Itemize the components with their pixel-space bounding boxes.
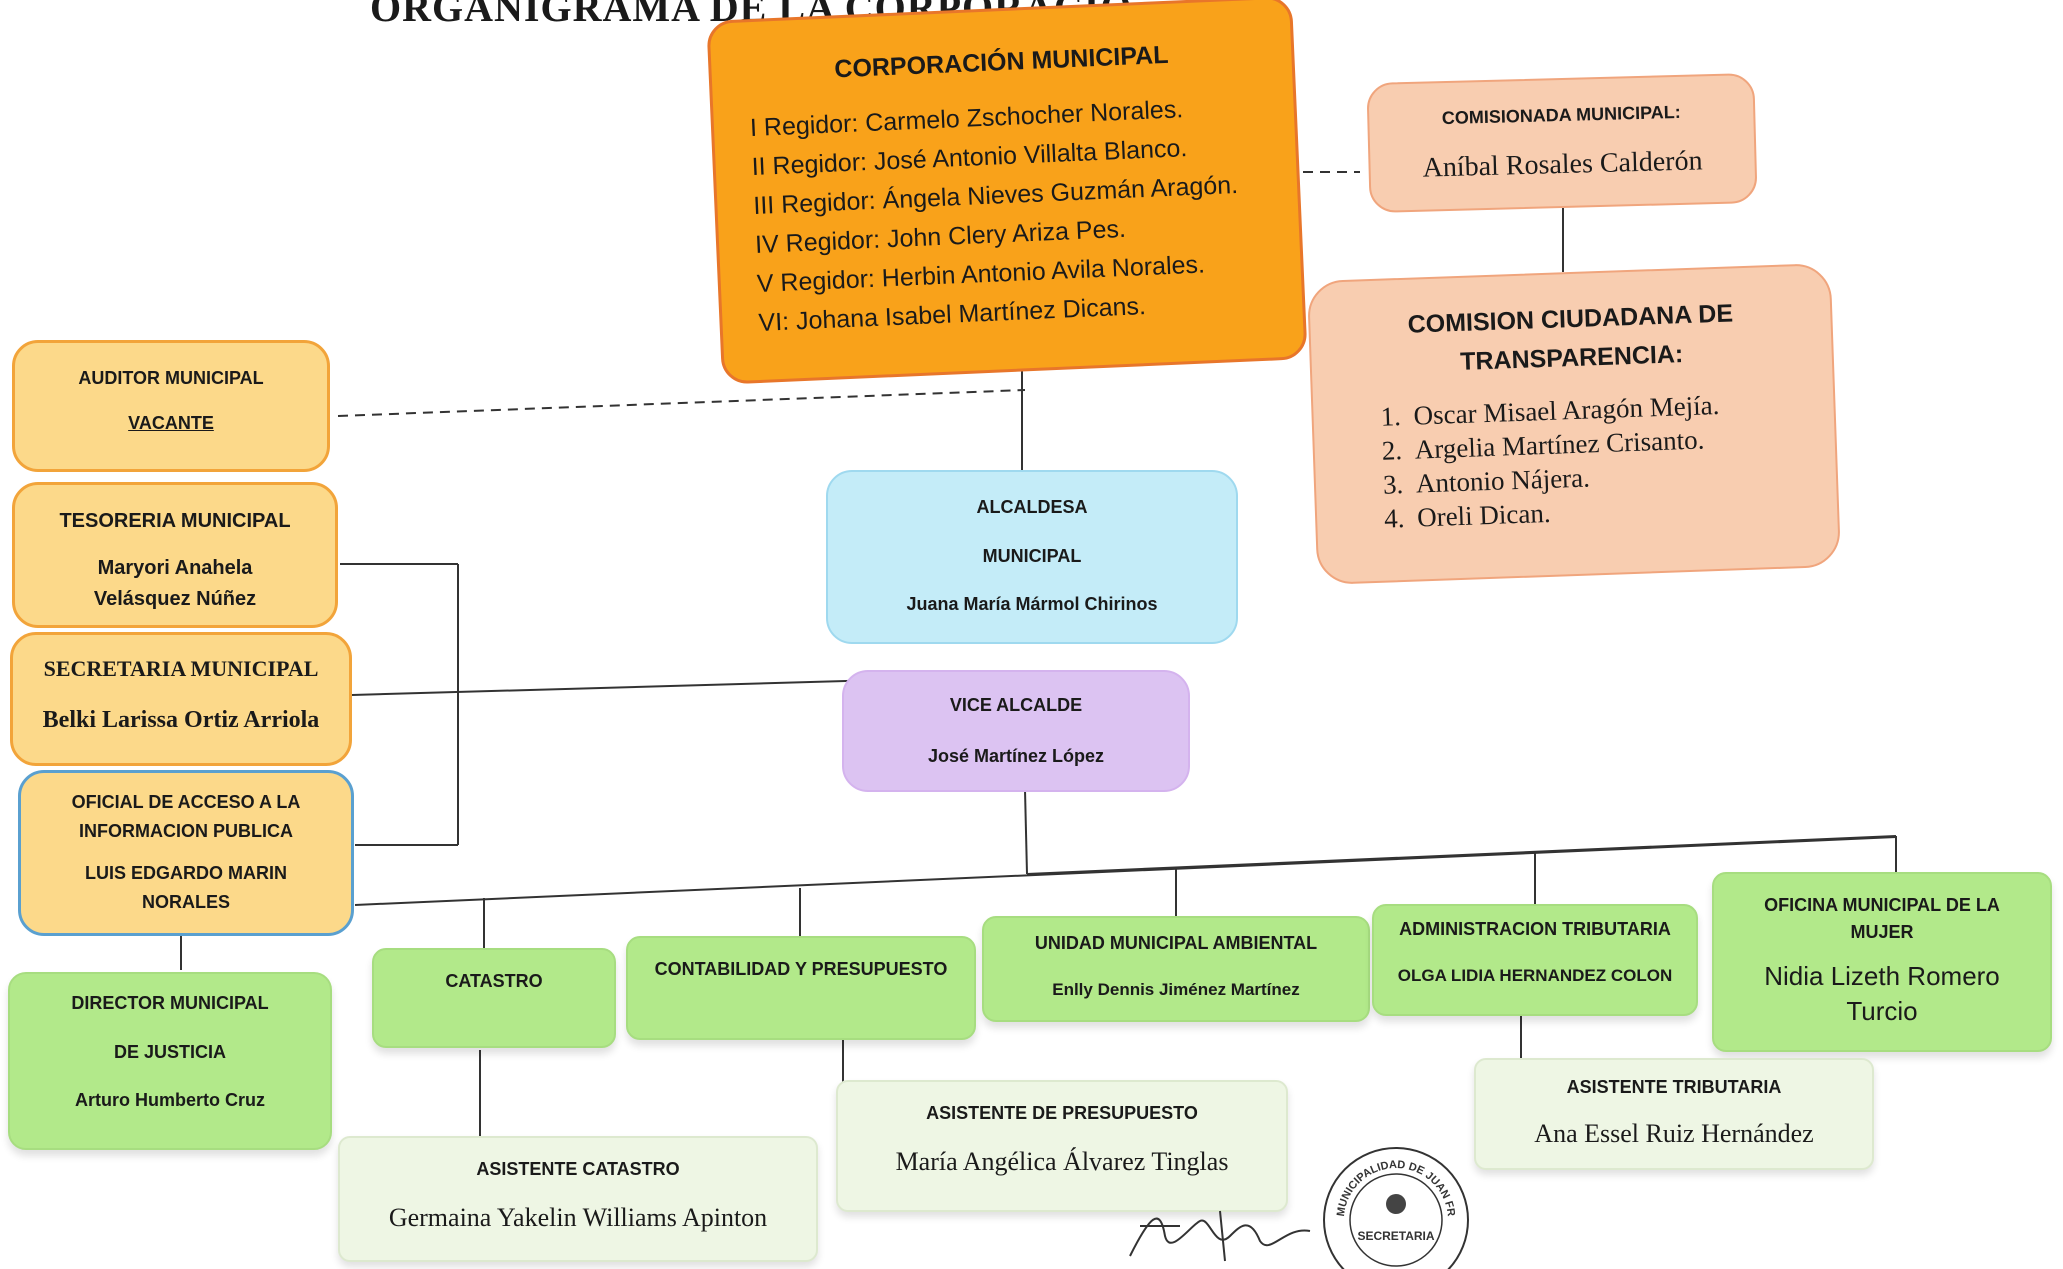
auditor-title: AUDITOR MUNICIPAL — [78, 368, 264, 388]
asistente-catastro-box: ASISTENTE CATASTRO Germaina Yakelin Will… — [338, 1136, 818, 1262]
regidores-list: I Regidor: Carmelo Zschocher Norales. II… — [713, 86, 1303, 345]
alcaldesa-title-2: MUNICIPAL — [982, 545, 1082, 566]
comisionada-box: COMISIONADA MUNICIPAL: Aníbal Rosales Ca… — [1366, 72, 1758, 214]
tesoreria-box: TESORERIA MUNICIPAL Maryori Anahela Velá… — [12, 482, 338, 628]
line-vice-down — [1024, 789, 1028, 875]
vice-title: VICE ALCALDE — [949, 695, 1083, 715]
asistente-catastro-title: ASISTENTE CATASTRO — [476, 1159, 680, 1179]
ambiental-name: Enlly Dennis Jiménez Martínez — [1052, 979, 1300, 999]
alcaldesa-name: Juana María Mármol Chirinos — [906, 594, 1158, 614]
catastro-title: CATASTRO — [445, 971, 543, 991]
tesoreria-name-2: Velásquez Núñez — [93, 588, 257, 610]
contabilidad-title: CONTABILIDAD Y PRESUPUESTO — [654, 959, 948, 979]
asistente-tributaria-name: Ana Essel Ruiz Hernández — [1534, 1118, 1814, 1148]
director-name: Arturo Humberto Cruz — [75, 1090, 265, 1110]
ambiental-title: UNIDAD MUNICIPAL AMBIENTAL — [1034, 933, 1318, 953]
tesoreria-name-1: Maryori Anahela — [97, 557, 253, 579]
comision-members: Oscar Misael Aragón Mejía. Argelia Martí… — [1357, 383, 1837, 536]
tributaria-box: ADMINISTRACION TRIBUTARIA OLGA LIDIA HER… — [1372, 904, 1698, 1016]
line-top-horizontal — [1026, 835, 1897, 875]
corporacion-title: CORPORACIÓN MUNICIPAL — [833, 40, 1169, 84]
alcaldesa-box: ALCALDESA MUNICIPAL Juana María Mármol C… — [826, 470, 1238, 644]
mujer-title-2: MUJER — [1850, 921, 1914, 942]
secretaria-name: Belki Larissa Ortiz Arriola — [42, 706, 320, 733]
tesoreria-title: TESORERIA MUNICIPAL — [59, 510, 291, 532]
line-auditor — [337, 389, 1026, 417]
secretaria-title: SECRETARIA MUNICIPAL — [43, 656, 319, 681]
stamp-center-text: SECRETARIA — [1357, 1229, 1434, 1243]
asistente-presupuesto-name: María Angélica Álvarez Tinglas — [895, 1146, 1229, 1176]
director-title-2: DE JUSTICIA — [113, 1041, 227, 1062]
corporacion-municipal-box: CORPORACIÓN MUNICIPAL I Regidor: Carmelo… — [706, 0, 1308, 385]
director-title-1: DIRECTOR MUNICIPAL — [71, 993, 269, 1013]
asistente-tributaria-box: ASISTENTE TRIBUTARIA Ana Essel Ruiz Hern… — [1474, 1058, 1874, 1170]
mujer-name-1: Nidia Lizeth Romero — [1764, 961, 2000, 991]
vice-alcalde-box: VICE ALCALDE José Martínez López — [842, 670, 1190, 792]
asistente-presupuesto-box: ASISTENTE DE PRESUPUESTO María Angélica … — [836, 1080, 1288, 1212]
asistente-presupuesto-title: ASISTENTE DE PRESUPUESTO — [926, 1103, 1198, 1123]
stamp: MUNICIPALIDAD DE JUAN FRANCISCO BULNES S… — [1316, 1140, 1469, 1269]
tributaria-title: ADMINISTRACION TRIBUTARIA — [1399, 919, 1671, 939]
auditor-box: AUDITOR MUNICIPAL VACANTE — [12, 340, 330, 472]
vice-name: José Martínez López — [927, 745, 1105, 766]
mujer-box: OFICINA MUNICIPAL DE LA MUJER Nidia Lize… — [1712, 872, 2052, 1052]
oficial-name-2: NORALES — [141, 891, 230, 912]
oficial-acceso-box: OFICIAL DE ACCESO A LA INFORMACION PUBLI… — [18, 770, 354, 936]
tributaria-name: OLGA LIDIA HERNANDEZ COLON — [1397, 965, 1673, 985]
mujer-name-2: Turcio — [1846, 996, 1918, 1026]
contabilidad-box: CONTABILIDAD Y PRESUPUESTO — [626, 936, 976, 1040]
auditor-value: VACANTE — [128, 412, 214, 433]
oficial-name-1: LUIS EDGARDO MARIN — [85, 863, 287, 883]
oficial-title-2: INFORMACION PUBLICA — [79, 820, 293, 841]
mujer-title-1: OFICINA MUNICIPAL DE LA — [1764, 895, 2000, 915]
alcaldesa-title-1: ALCALDESA — [976, 497, 1088, 517]
director-justicia-box: DIRECTOR MUNICIPAL DE JUSTICIA Arturo Hu… — [8, 972, 332, 1150]
signature — [1129, 1210, 1311, 1262]
secretaria-box: SECRETARIA MUNICIPAL Belki Larissa Ortiz… — [10, 632, 352, 766]
ambiental-box: UNIDAD MUNICIPAL AMBIENTAL Enlly Dennis … — [982, 916, 1370, 1022]
catastro-box: CATASTRO — [372, 948, 616, 1048]
comisionada-title: COMISIONADA MUNICIPAL: — [1441, 101, 1681, 129]
comision-transparencia-box: COMISION CIUDADANA DE TRANSPARENCIA: Osc… — [1306, 262, 1842, 586]
comisionada-name: Aníbal Rosales Calderón — [1422, 144, 1703, 184]
oficial-title-1: OFICIAL DE ACCESO A LA — [71, 792, 301, 812]
line-main-horizontal — [354, 836, 1897, 906]
asistente-tributaria-title: ASISTENTE TRIBUTARIA — [1566, 1077, 1782, 1097]
asistente-catastro-name: Germaina Yakelin Williams Apinton — [388, 1202, 768, 1232]
